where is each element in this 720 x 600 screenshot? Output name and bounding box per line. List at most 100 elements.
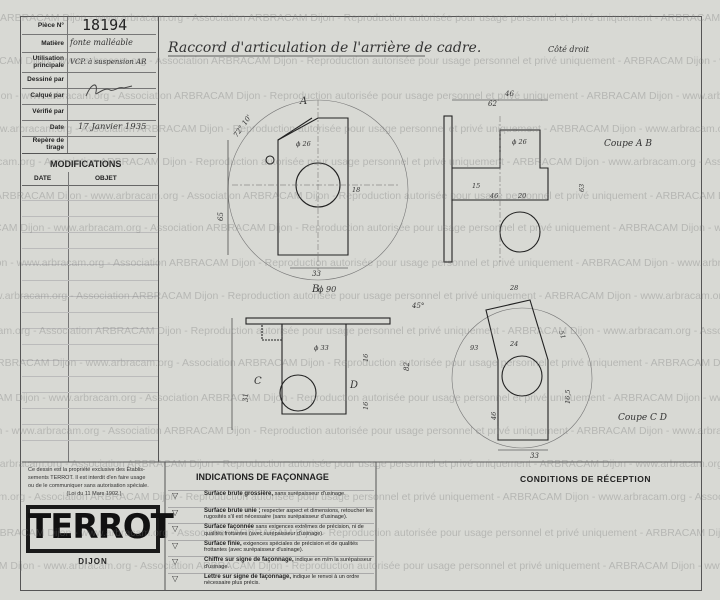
dim-phi26: ϕ 26 xyxy=(296,140,311,148)
notice-line-2: sements TERROT. Il est interdit d'en fai… xyxy=(28,475,146,481)
dim-93: 93 xyxy=(470,344,478,352)
modifications-rule xyxy=(22,296,158,297)
dim-phi33: ϕ 33 xyxy=(314,344,329,352)
indication-item: ▽Chiffre sur signe de façonnage, indique… xyxy=(168,556,374,573)
indication-item: ▽Surface façonnée sans exigences extrême… xyxy=(168,523,374,540)
modifications-rule xyxy=(22,424,158,425)
modifications-rule xyxy=(22,232,158,233)
dim-18: 18 xyxy=(352,186,360,194)
notice: Ce dessin est la propriété exclusive des… xyxy=(28,466,160,498)
dim-33-bottom: 33 xyxy=(530,452,539,460)
indication-text: exigences spéciales de précision et de q… xyxy=(204,540,358,554)
row-piece: Pièce N° 18194 xyxy=(22,16,156,35)
finishing-symbol-icon: ▽ xyxy=(172,524,179,533)
utilisation-label: Utilisation principale xyxy=(32,55,64,69)
indication-bold: Surface brute unie ; xyxy=(204,507,261,514)
modifications-rule xyxy=(22,216,158,217)
modifications-rule xyxy=(22,200,158,201)
dim-63: 63 xyxy=(578,184,586,192)
dim-62: 62 xyxy=(488,100,497,108)
dim-28: 28 xyxy=(509,284,518,292)
row-dessine: Dessiné par xyxy=(22,72,156,89)
watermark-line: ARBRACAM Dijon - www.arbracam.org - Asso… xyxy=(0,55,720,67)
matiere-value: fonte malléable xyxy=(70,38,133,47)
dim-phi26b: ϕ 26 xyxy=(512,138,527,146)
drawing-title-side: Côté droit xyxy=(548,45,590,54)
modifications-rule xyxy=(22,440,158,441)
finishing-symbol-icon: ▽ xyxy=(172,573,179,583)
watermark-line: ARBRACAM Dijon - www.arbracam.org - Asso… xyxy=(0,325,720,337)
label-c: C xyxy=(254,376,262,387)
matiere-label: Matière xyxy=(41,40,64,47)
dim-15: 15 xyxy=(472,182,480,190)
watermark-line: ARBRACAM Dijon - www.arbracam.org - Asso… xyxy=(0,257,720,269)
dim-phi90: ϕ 90 xyxy=(318,285,336,294)
piece-number: 18194 xyxy=(82,16,128,34)
modifications-rule xyxy=(22,344,158,345)
coupe-cd-view xyxy=(451,299,593,451)
dim-165: 16,5 xyxy=(564,390,572,404)
dim-33-top: 33 xyxy=(312,270,321,278)
dim-31: 31 xyxy=(242,393,250,402)
watermark-line: ARBRACAM Dijon - www.arbracam.org - Asso… xyxy=(0,90,720,102)
utilisation-value: VCP. à suspension AR xyxy=(70,58,147,66)
indication-bold: Surface finie, xyxy=(204,540,242,547)
row-utilisation: Utilisation principale VCP. à suspension… xyxy=(22,52,156,73)
modifications-rule xyxy=(22,264,158,265)
watermark-line: ARBRACAM Dijon - www.arbracam.org - Asso… xyxy=(0,458,720,470)
watermark-line: ARBRACAM Dijon - www.arbracam.org - Asso… xyxy=(0,12,720,24)
row-verifie: Vérifié par xyxy=(22,104,156,121)
watermark-line: ARBRACAM Dijon - www.arbracam.org - Asso… xyxy=(0,222,720,234)
piece-label: Pièce N° xyxy=(37,22,64,29)
coupe-ab-label: Coupe A B xyxy=(604,139,652,149)
date-label: Date xyxy=(49,124,64,131)
indication-item: ▽Surface brute unie ; respecter aspect e… xyxy=(168,506,374,524)
modifications-heading: MODIFICATIONS xyxy=(50,159,122,169)
indications-heading: INDICATIONS DE FAÇONNAGE xyxy=(196,472,329,482)
date-value: 17 Janvier 1935 xyxy=(78,122,147,132)
modifications-rule xyxy=(22,392,158,393)
indication-text: respecter aspect et dimensions, retouche… xyxy=(204,507,373,521)
indication-item: ▽Lettre sur signe de façonnage, indique … xyxy=(168,572,374,590)
watermark-line: ARBRACAM Dijon - www.arbracam.org - Asso… xyxy=(0,425,720,437)
dim-20: 20 xyxy=(517,192,526,200)
notice-line-3: ou de le communiquer sans autorisation s… xyxy=(28,483,149,489)
notice-line-1: Ce dessin est la propriété exclusive des… xyxy=(28,467,145,473)
coupe-ab-view xyxy=(443,99,549,263)
finishing-symbol-icon: ▽ xyxy=(172,557,179,566)
label-a: A xyxy=(299,96,307,107)
indication-text: sans exigences extrêmes de précision, ni… xyxy=(204,524,364,537)
signature xyxy=(85,84,133,97)
indication-bold: Surface brute grossière, xyxy=(204,491,274,497)
label-d: D xyxy=(349,380,358,391)
dessine-label: Dessiné par xyxy=(27,76,64,83)
repere-label: Repère de tirage xyxy=(32,137,64,151)
modifications-header-line xyxy=(22,185,158,186)
left-column-border xyxy=(158,17,159,462)
calque-label: Calqué par xyxy=(30,92,64,99)
modifications-col-objet: OBJET xyxy=(95,175,117,182)
notice-line-4: (Loi du 11 Mars 1902.) xyxy=(66,491,122,497)
logo-city: DIJON xyxy=(78,557,108,566)
dim-46c: 46 xyxy=(490,412,498,421)
label-b: B xyxy=(311,284,319,295)
watermark-line: ARBRACAM Dijon - www.arbracam.org - Asso… xyxy=(0,392,720,404)
watermark-line: ARBRACAM Dijon - www.arbracam.org - Asso… xyxy=(0,156,720,168)
row-matiere: Matière fonte malléable xyxy=(22,34,156,53)
dim-82: 82 xyxy=(403,362,411,371)
logo-brand: TERROT xyxy=(28,507,174,547)
modifications-rule xyxy=(22,376,158,377)
watermark-line: ARBRACAM Dijon - www.arbracam.org - Asso… xyxy=(0,290,720,302)
modifications-rule xyxy=(22,360,158,361)
dim-45: 45° xyxy=(411,302,424,310)
finishing-symbol-icon: ▽ xyxy=(172,540,179,550)
watermark-line: ARBRACAM Dijon - www.arbracam.org - Asso… xyxy=(0,357,720,369)
watermark-line: ARBRACAM Dijon - www.arbracam.org - Asso… xyxy=(0,190,720,202)
modifications-rule xyxy=(22,408,158,409)
modifications-rule xyxy=(22,248,158,249)
main-view xyxy=(227,99,409,281)
indication-text: sans surépaisseur d'usinage. xyxy=(274,491,346,497)
modifications-col-date: DATE xyxy=(34,175,52,182)
